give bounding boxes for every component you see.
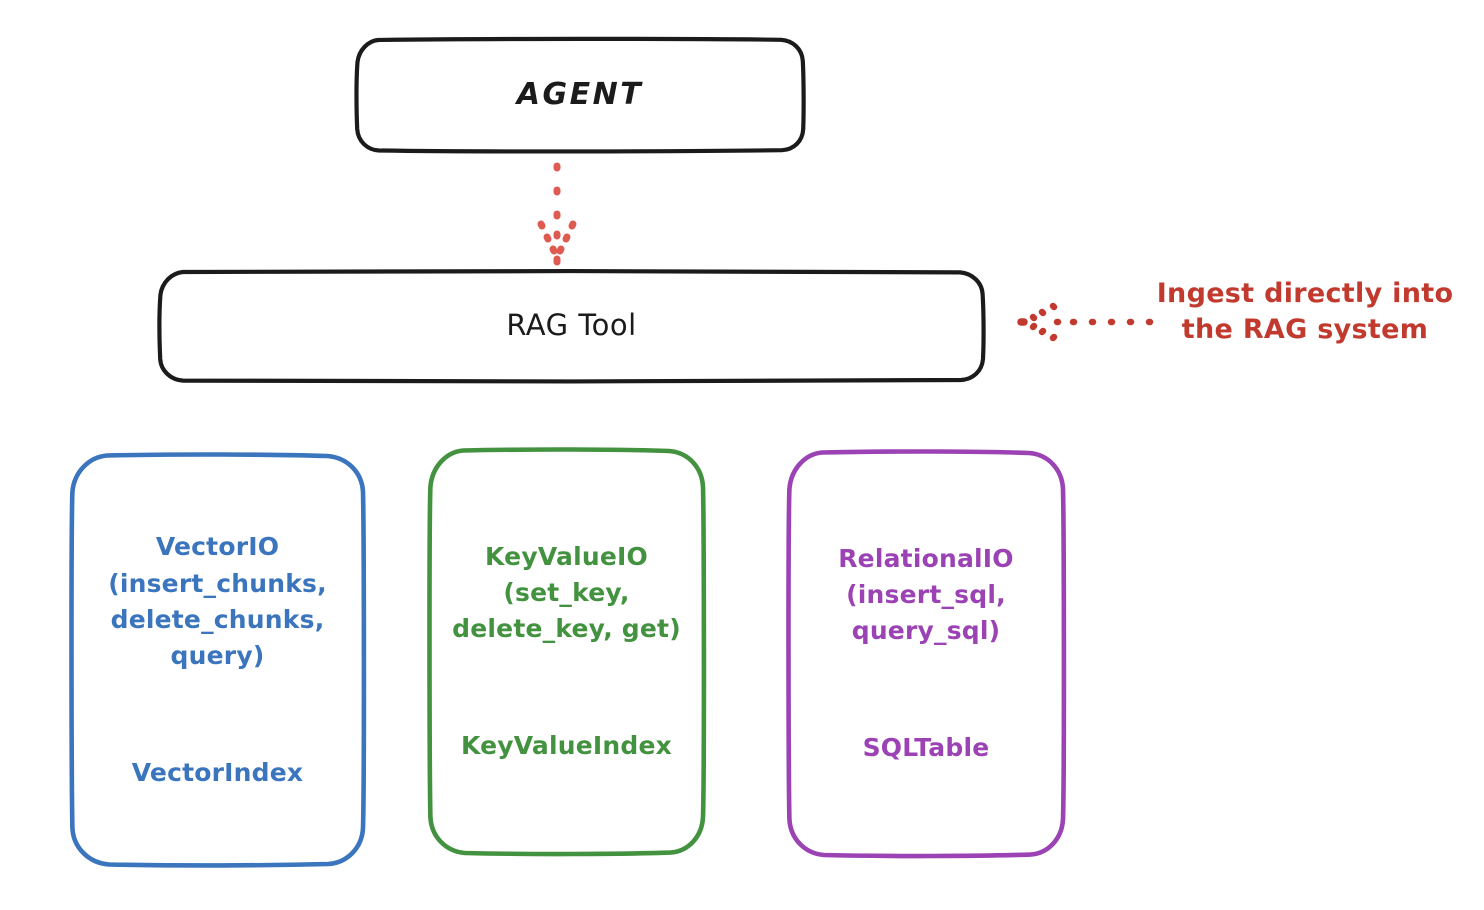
ingest-into-rag-arrow: [1015, 296, 1155, 352]
relational-io-api-label: RelationalIO (insert_sql, query_sql): [838, 543, 1014, 646]
key-value-io-node[interactable]: KeyValueIO (set_key, delete_key, get) Ke…: [427, 447, 707, 857]
rag-tool-node[interactable]: RAG Tool: [157, 268, 986, 384]
agent-to-rag-tool-arrow-icon: [537, 162, 577, 266]
agent-label: AGENT: [516, 76, 644, 112]
vector-io-index-label: VectorIndex: [131, 757, 304, 787]
vector-io-node[interactable]: VectorIO (insert_chunks, delete_chunks, …: [69, 452, 367, 868]
key-value-io-text: KeyValueIO (set_key, delete_key, get) Ke…: [438, 503, 695, 801]
key-value-io-api-label: KeyValueIO (set_key, delete_key, get): [452, 541, 681, 644]
vector-io-api-label: VectorIO (insert_chunks, delete_chunks, …: [108, 532, 327, 670]
relational-io-node[interactable]: RelationalIO (insert_sql, query_sql) SQL…: [786, 449, 1067, 859]
agent-to-rag-tool-arrow: [500, 158, 620, 270]
relational-io-index-label: SQLTable: [862, 732, 990, 762]
rag-tool-label: RAG Tool: [506, 307, 637, 342]
agent-node[interactable]: AGENT: [354, 36, 806, 154]
relational-io-text: RelationalIO (insert_sql, query_sql) SQL…: [824, 505, 1028, 803]
key-value-io-index-label: KeyValueIndex: [460, 730, 673, 760]
ingest-into-rag-arrow-icon: [1017, 302, 1154, 342]
vector-io-text: VectorIO (insert_chunks, delete_chunks, …: [94, 493, 341, 827]
ingest-annotation-label: Ingest directly into the RAG system: [1156, 278, 1454, 345]
